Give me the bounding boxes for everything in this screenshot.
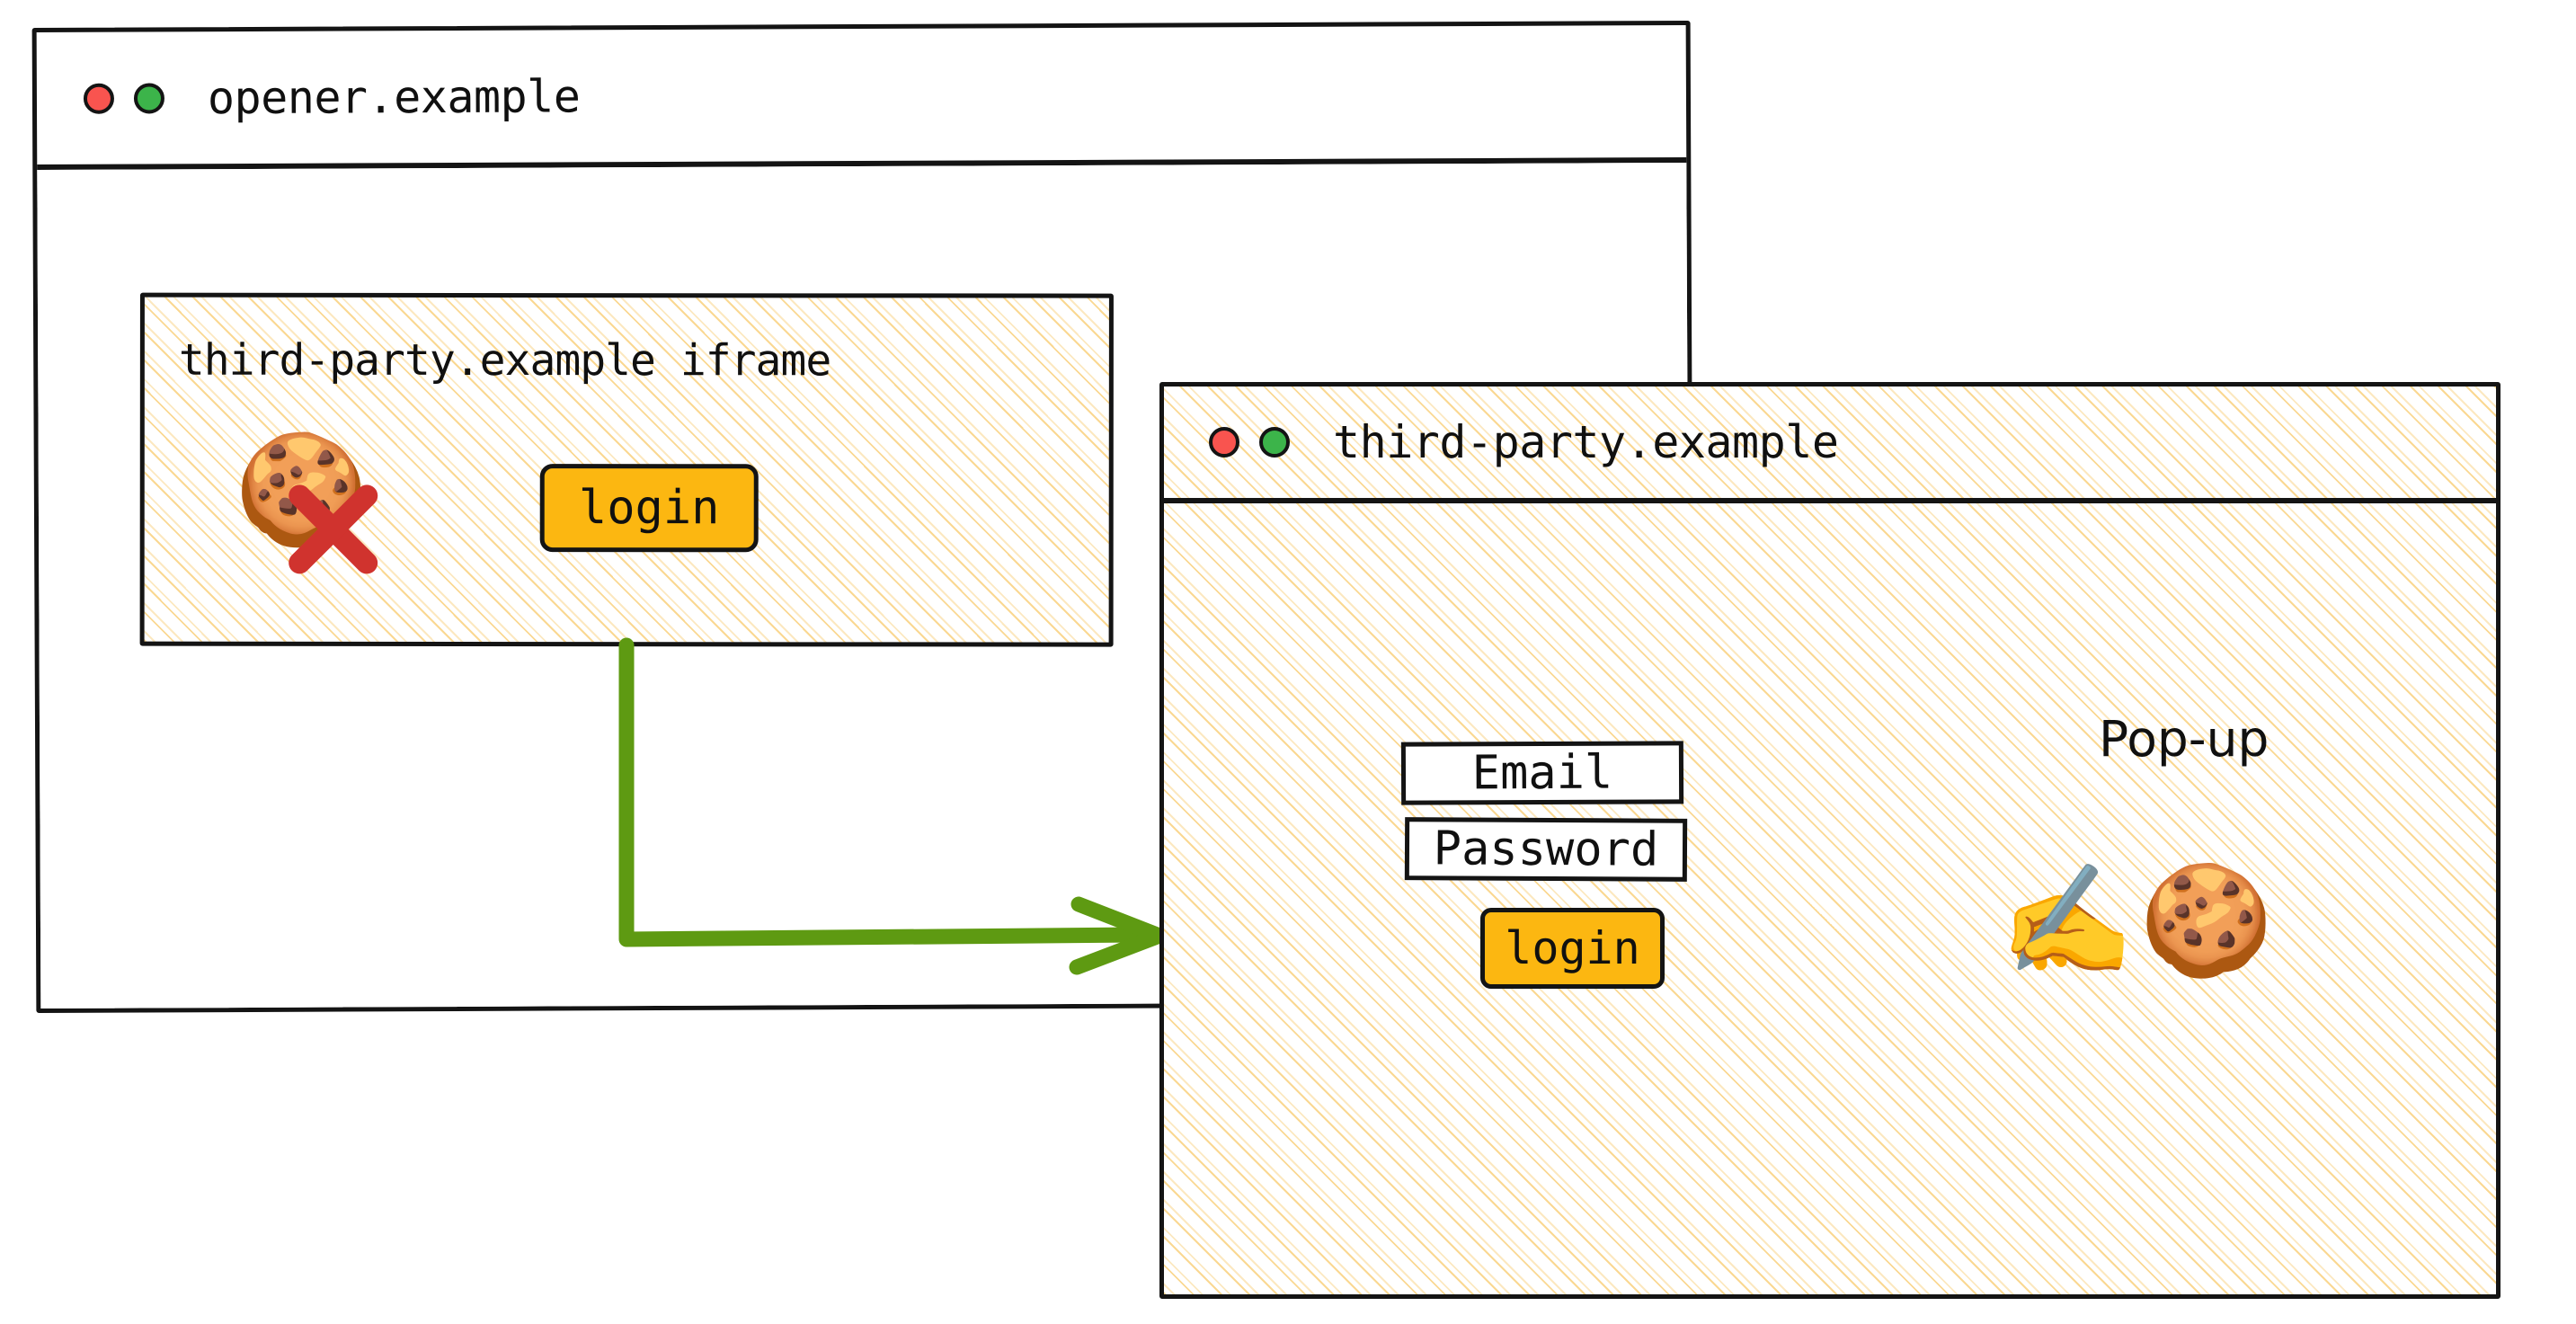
cookie-write-group: ✍️ 🍪 [2000,867,2274,975]
opener-window-content: third-party.example iframe 🍪 login [37,163,1691,1009]
popup-window-controls [1209,427,1290,458]
cookie-icon: 🍪 [2139,858,2274,983]
opener-browser-window: opener.example third-party.example ifram… [31,20,1695,1014]
opener-window-controls [83,82,165,114]
popup-window-title: third-party.example [1333,416,1839,468]
iframe-title-label: third-party.example iframe [178,334,831,387]
maximize-dot[interactable] [1259,427,1290,458]
iframe-login-button[interactable]: login [539,464,759,553]
third-party-iframe: third-party.example iframe 🍪 login [139,292,1114,647]
opener-window-title: opener.example [207,69,581,124]
popup-login-button[interactable]: login [1480,908,1665,989]
opener-titlebar: opener.example [36,25,1687,171]
close-dot[interactable] [1209,427,1239,458]
popup-window-content: Email Password login Pop-up ✍️ 🍪 [1164,503,2496,1294]
maximize-dot[interactable] [133,82,165,114]
writing-hand-icon: ✍️ [2000,858,2135,983]
password-field[interactable]: Password [1404,817,1688,882]
close-dot[interactable] [83,83,115,114]
popup-annotation-label: Pop-up [2099,710,2270,768]
blocked-x-icon [289,484,378,574]
blocked-cookie-group: 🍪 [235,428,405,590]
email-field[interactable]: Email [1400,741,1684,805]
popup-titlebar: third-party.example [1164,387,2496,503]
popup-browser-window: third-party.example Email Password login… [1159,382,2500,1299]
